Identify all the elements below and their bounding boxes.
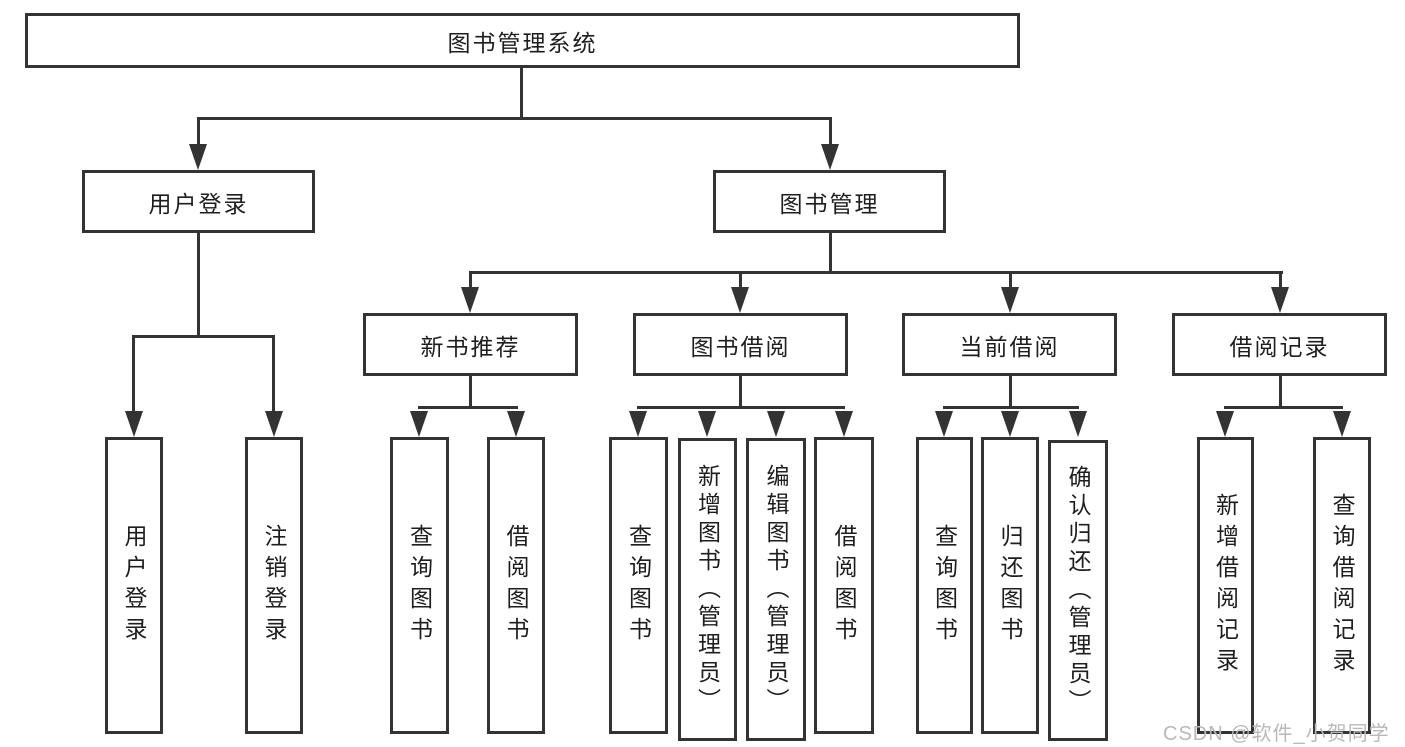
connector-line	[1009, 274, 1012, 287]
arrow-down-icon	[265, 411, 283, 437]
connector-line	[272, 338, 275, 411]
arrow-down-icon	[767, 411, 785, 437]
connector-line	[469, 274, 472, 287]
node-new-book-recommend: 新书推荐	[363, 313, 578, 376]
connector-line	[197, 117, 832, 120]
arrow-down-icon	[507, 411, 525, 437]
leaf-query-books-recommend: 查询图书	[390, 437, 449, 734]
leaf-query-books-current: 查询图书	[916, 437, 973, 734]
arrow-down-icon	[410, 411, 428, 437]
leaf-add-book-admin: 新增图书（管理员）	[678, 438, 737, 741]
connector-line	[1279, 274, 1282, 287]
node-book-management: 图书管理	[713, 170, 946, 233]
arrow-down-icon	[935, 411, 953, 437]
connector-line	[520, 68, 523, 117]
arrow-down-icon	[189, 144, 207, 170]
leaf-query-books-borrow: 查询图书	[609, 437, 668, 734]
connector-line	[943, 406, 1079, 409]
connector-line	[197, 233, 200, 335]
leaf-edit-book-admin: 编辑图书（管理员）	[746, 438, 806, 741]
arrow-down-icon	[1001, 287, 1019, 313]
arrow-down-icon	[1069, 411, 1087, 437]
arrow-down-icon	[461, 287, 479, 313]
leaf-add-borrow-record: 新增借阅记录	[1197, 437, 1254, 734]
leaf-logout: 注销登录	[245, 437, 303, 734]
connector-line	[1224, 406, 1343, 409]
arrow-down-icon	[1001, 411, 1019, 437]
arrow-down-icon	[1333, 411, 1351, 437]
connector-line	[418, 406, 518, 409]
leaf-borrow-books-recommend: 借阅图书	[487, 437, 545, 734]
connector-line	[132, 335, 275, 338]
leaf-borrow-books-2: 借阅图书	[814, 437, 874, 734]
connector-line	[829, 120, 832, 144]
arrow-down-icon	[835, 411, 853, 437]
connector-line	[739, 274, 742, 287]
arrow-down-icon	[731, 287, 749, 313]
connector-line	[132, 338, 135, 411]
leaf-return-book: 归还图书	[981, 437, 1039, 734]
watermark: CSDN @软件_小贺同学	[1163, 723, 1390, 745]
connector-line	[637, 406, 845, 409]
leaf-query-borrow-record: 查询借阅记录	[1313, 437, 1371, 734]
arrow-down-icon	[1271, 287, 1289, 313]
connector-line	[197, 120, 200, 144]
arrow-down-icon	[698, 411, 716, 437]
node-root: 图书管理系统	[25, 13, 1020, 68]
leaf-user-login: 用户登录	[105, 437, 163, 734]
connector-line	[829, 233, 832, 271]
connector-line	[739, 376, 742, 406]
connector-line	[1009, 376, 1012, 406]
leaf-confirm-return-admin: 确认归还（管理员）	[1048, 440, 1108, 741]
node-user-login: 用户登录	[82, 170, 315, 233]
connector-line	[469, 271, 1283, 274]
arrow-down-icon	[1216, 411, 1234, 437]
arrow-down-icon	[125, 411, 143, 437]
arrow-down-icon	[629, 411, 647, 437]
node-borrow-records: 借阅记录	[1172, 313, 1387, 376]
connector-line	[1279, 376, 1282, 406]
node-book-borrow: 图书借阅	[633, 313, 848, 376]
connector-line	[469, 376, 472, 406]
arrow-down-icon	[821, 144, 839, 170]
node-current-borrow: 当前借阅	[902, 313, 1117, 376]
